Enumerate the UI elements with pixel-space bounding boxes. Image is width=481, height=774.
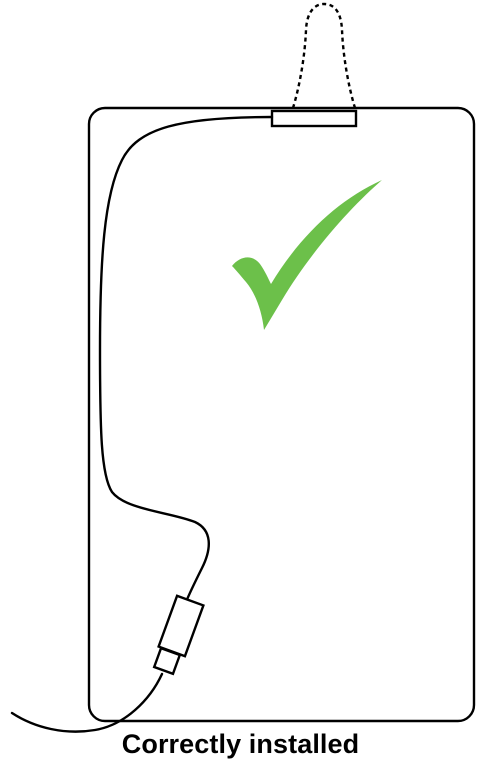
cable-tail	[12, 674, 162, 732]
top-clip	[272, 111, 356, 126]
dashed-outline	[293, 4, 355, 108]
panel-outline	[89, 108, 474, 721]
cable	[100, 117, 272, 602]
status-caption: Correctly installed	[0, 727, 481, 761]
cable-connector	[159, 596, 204, 656]
checkmark-icon	[232, 180, 382, 330]
